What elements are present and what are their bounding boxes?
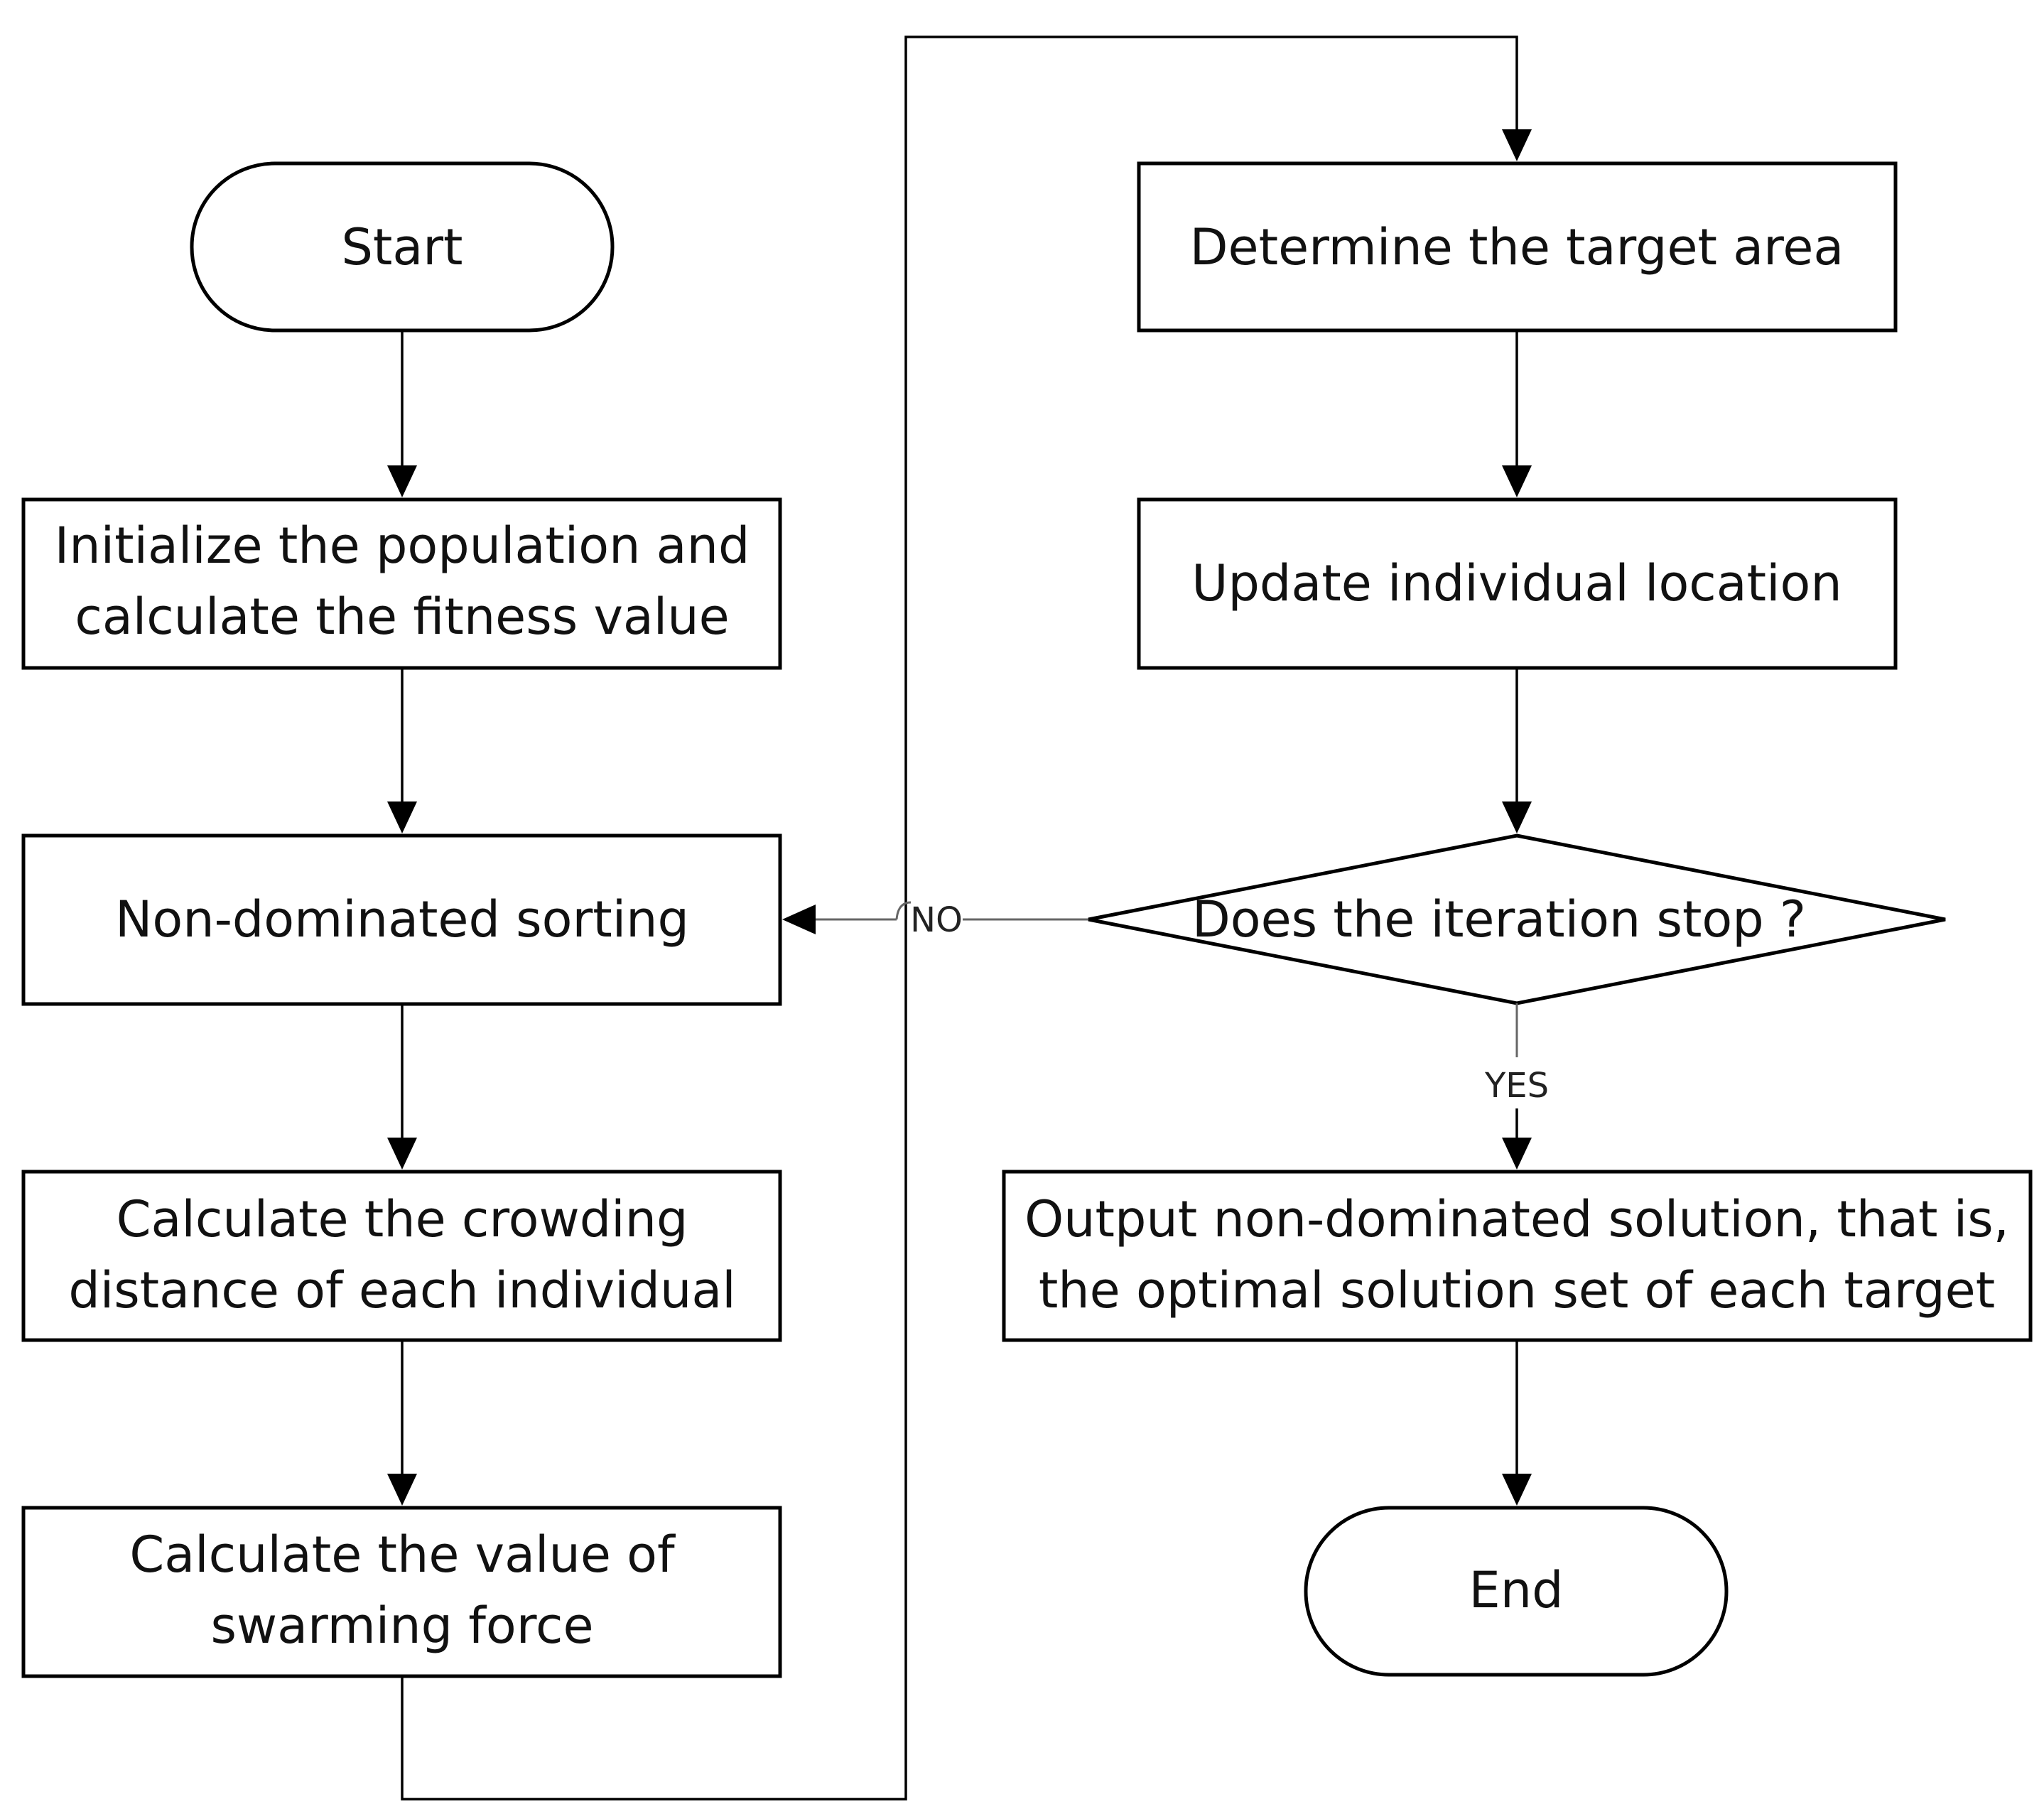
arrowhead-crowding-to-swarming: [387, 1474, 417, 1506]
iteration-stop-label: Does the iteration stop ?: [1192, 890, 1806, 949]
initialize-population-line-1: Initialize the population and: [55, 517, 750, 575]
edge-no-line-hop: [895, 901, 912, 920]
arrowhead-init-to-sorting: [387, 801, 417, 833]
target-area-label: Determine the target area: [1190, 218, 1844, 276]
output-solution-box: [1002, 1170, 2033, 1342]
arrowhead-swarming-to-target: [1502, 129, 1532, 161]
non-dominated-sorting-box: [21, 833, 782, 1006]
initialize-population-box: [21, 497, 782, 670]
update-location-label: Update individual location: [1191, 554, 1842, 612]
non-dominated-sorting-label: Non-dominated sorting: [115, 890, 689, 949]
crowding-distance-line-1: Calculate the crowding: [117, 1190, 688, 1248]
arrowhead-start-to-init: [387, 465, 417, 497]
arrowhead-output-to-end: [1502, 1474, 1532, 1506]
start-label: Start: [341, 218, 463, 276]
output-solution-line-2: the optimal solution set of each target: [1039, 1261, 1995, 1319]
swarming-force-line-2: swarming force: [210, 1597, 593, 1655]
arrowhead-target-to-update: [1502, 465, 1532, 497]
crowding-distance-box: [21, 1170, 782, 1342]
edge-swarming-to-target: [401, 36, 1518, 1801]
arrowhead-update-to-decision: [1502, 801, 1532, 833]
arrowhead-yes-to-output: [1502, 1138, 1532, 1170]
edge-no-label: NO: [910, 900, 963, 940]
arrowhead-no-to-sorting: [782, 905, 816, 934]
swarming-force-line-1: Calculate the value of: [129, 1526, 676, 1584]
end-terminal: [1304, 1506, 1729, 1677]
initialize-population-line-2: calculate the fitness value: [75, 588, 729, 646]
crowding-distance-line-2: distance of each individual: [68, 1261, 735, 1319]
output-solution-line-1: Output non-dominated solution, that is,: [1024, 1190, 2009, 1248]
arrowhead-sorting-to-crowding: [387, 1138, 417, 1170]
end-label: End: [1469, 1561, 1563, 1619]
edge-yes-label: YES: [1484, 1066, 1549, 1106]
